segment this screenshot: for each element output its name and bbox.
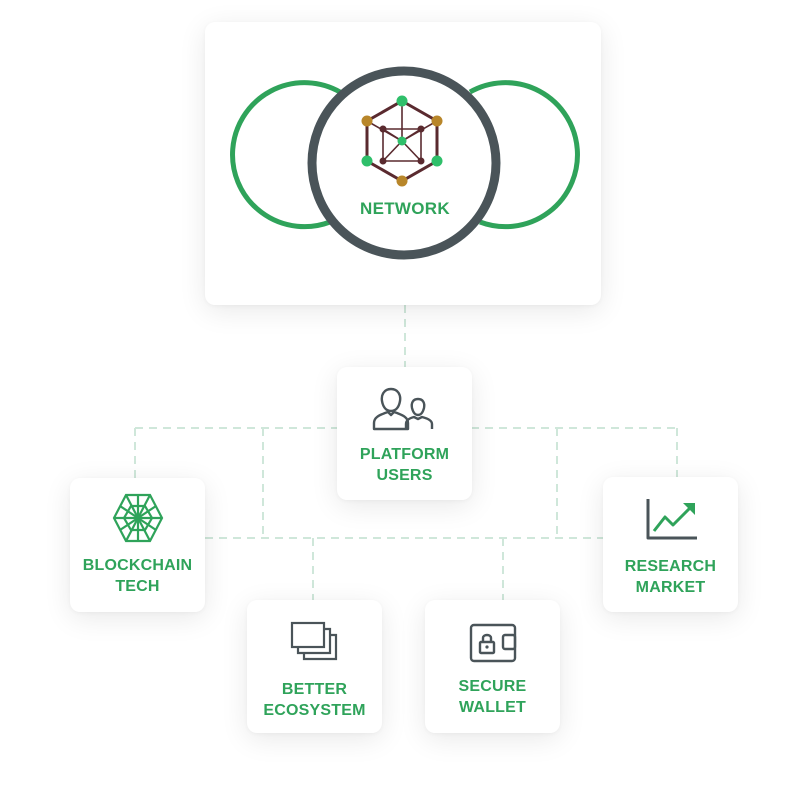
research-market-label-line1: RESEARCH (624, 558, 717, 575)
stacked-windows-icon (290, 621, 338, 661)
blockchain-tech-card[interactable]: BLOCKCHAIN TECH (70, 478, 205, 612)
hub-label: NETWORK (360, 199, 450, 218)
blockchain-tech-label-line1: BLOCKCHAIN (82, 557, 193, 574)
platform-users-label-line2: USERS (376, 467, 433, 484)
blockchain-tech-label-line2: TECH (115, 578, 160, 595)
wallet-lock-icon (469, 623, 517, 663)
users-icon (372, 387, 434, 431)
better-ecosystem-label-line2: ECOSYSTEM (263, 702, 366, 719)
platform-users-label-line1: PLATFORM (359, 446, 450, 463)
platform-users-card[interactable]: PLATFORM USERS (337, 367, 472, 500)
secure-wallet-label-line2: WALLET (459, 699, 526, 716)
better-ecosystem-card[interactable]: BETTER ECOSYSTEM (247, 600, 382, 733)
trend-chart-icon (646, 499, 697, 540)
network-hub-card (205, 22, 601, 305)
secure-wallet-label-line1: SECURE (458, 678, 527, 695)
better-ecosystem-label-line1: BETTER (281, 681, 348, 698)
secure-wallet-card[interactable]: SECURE WALLET (425, 600, 560, 733)
research-market-label-line2: MARKET (635, 579, 706, 596)
blockchain-hexagon-icon (112, 493, 164, 543)
research-market-card[interactable]: RESEARCH MARKET (603, 477, 738, 612)
